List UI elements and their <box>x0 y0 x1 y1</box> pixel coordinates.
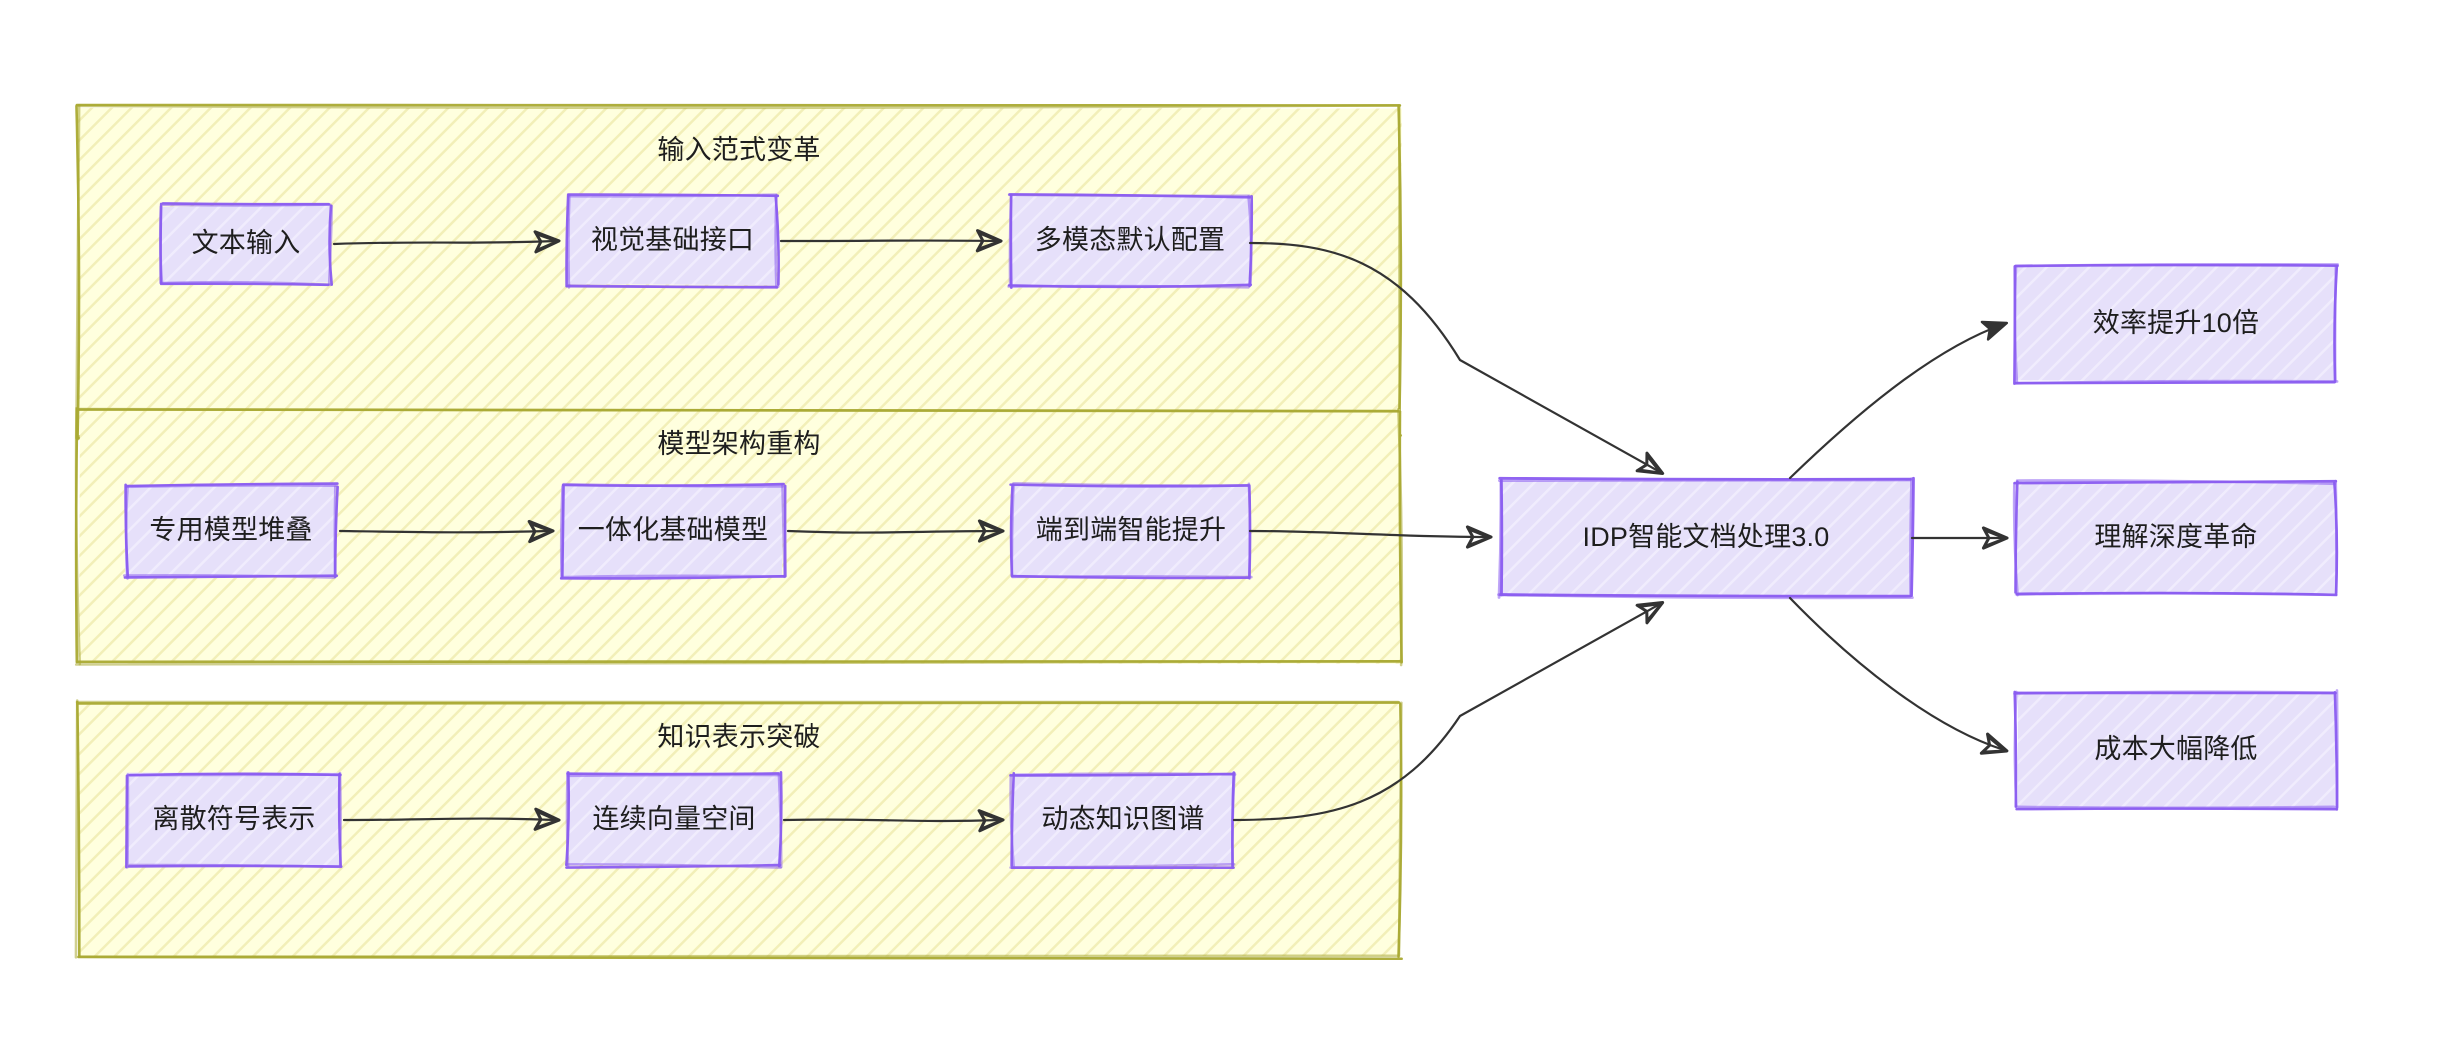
edge-n3-hub <box>1248 241 1665 475</box>
node-o1[interactable] <box>2013 262 2339 385</box>
edge-n8-n9 <box>782 809 1005 833</box>
node-n4[interactable] <box>122 482 339 580</box>
node-n8[interactable] <box>564 771 783 869</box>
edge-n7-n8 <box>342 807 561 831</box>
edge-n6-hub <box>1248 525 1493 549</box>
node-n1[interactable] <box>158 202 334 287</box>
edge-hub-o1 <box>1788 320 2009 480</box>
node-o2[interactable] <box>2012 479 2339 597</box>
node-n9[interactable] <box>1009 771 1237 870</box>
edge-n9-hub <box>1232 601 1665 822</box>
node-n2[interactable] <box>565 193 780 289</box>
node-o3[interactable] <box>2013 689 2339 811</box>
node-n5[interactable] <box>559 482 787 580</box>
edge-n5-n6 <box>786 519 1005 543</box>
edge-hub-o3 <box>1788 596 2009 755</box>
edge-n1-n2 <box>332 230 561 254</box>
node-n7[interactable] <box>125 771 343 869</box>
edge-n4-n5 <box>338 519 555 544</box>
node-hub[interactable] <box>1497 476 1915 600</box>
node-n3[interactable] <box>1007 193 1254 289</box>
edge-n2-n3 <box>779 229 1003 253</box>
node-n6[interactable] <box>1009 482 1253 580</box>
